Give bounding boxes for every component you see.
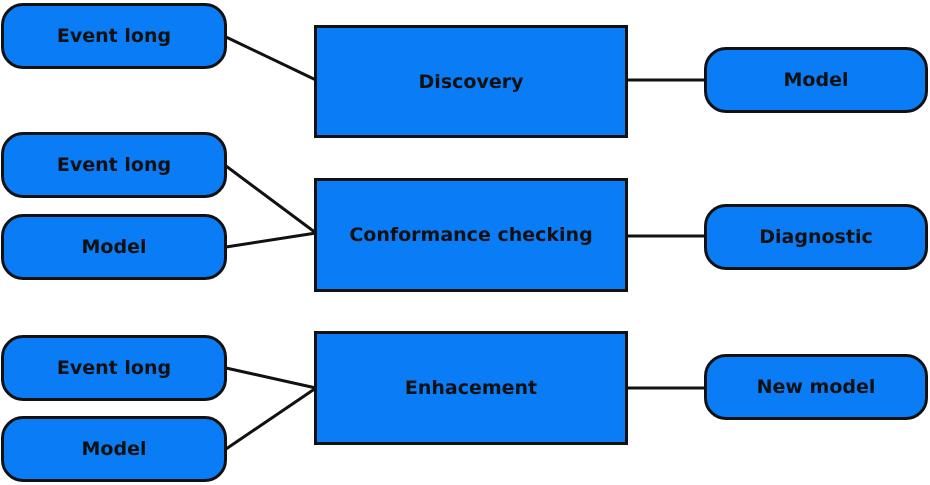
connector-enhacement-input-1 [225, 366, 317, 390]
input-event-log-discovery: Event long [1, 3, 227, 69]
connector-conformance-input-2 [225, 231, 317, 249]
input-event-log-conformance: Event long [1, 132, 227, 198]
connector-discovery-input [225, 35, 317, 82]
input-event-log-enhacement: Event long [1, 335, 227, 401]
input-model-conformance: Model [1, 214, 227, 280]
process-conformance-checking: Conformance checking [314, 178, 628, 292]
output-diagnostic: Diagnostic [704, 204, 928, 270]
process-discovery: Discovery [314, 25, 628, 138]
connector-enhacement-input-2 [225, 386, 317, 451]
output-model: Model [704, 47, 928, 113]
input-model-enhacement: Model [1, 416, 227, 482]
output-new-model: New model [704, 354, 928, 420]
connector-conformance-input-1 [225, 164, 317, 235]
process-enhacement: Enhacement [314, 331, 628, 445]
